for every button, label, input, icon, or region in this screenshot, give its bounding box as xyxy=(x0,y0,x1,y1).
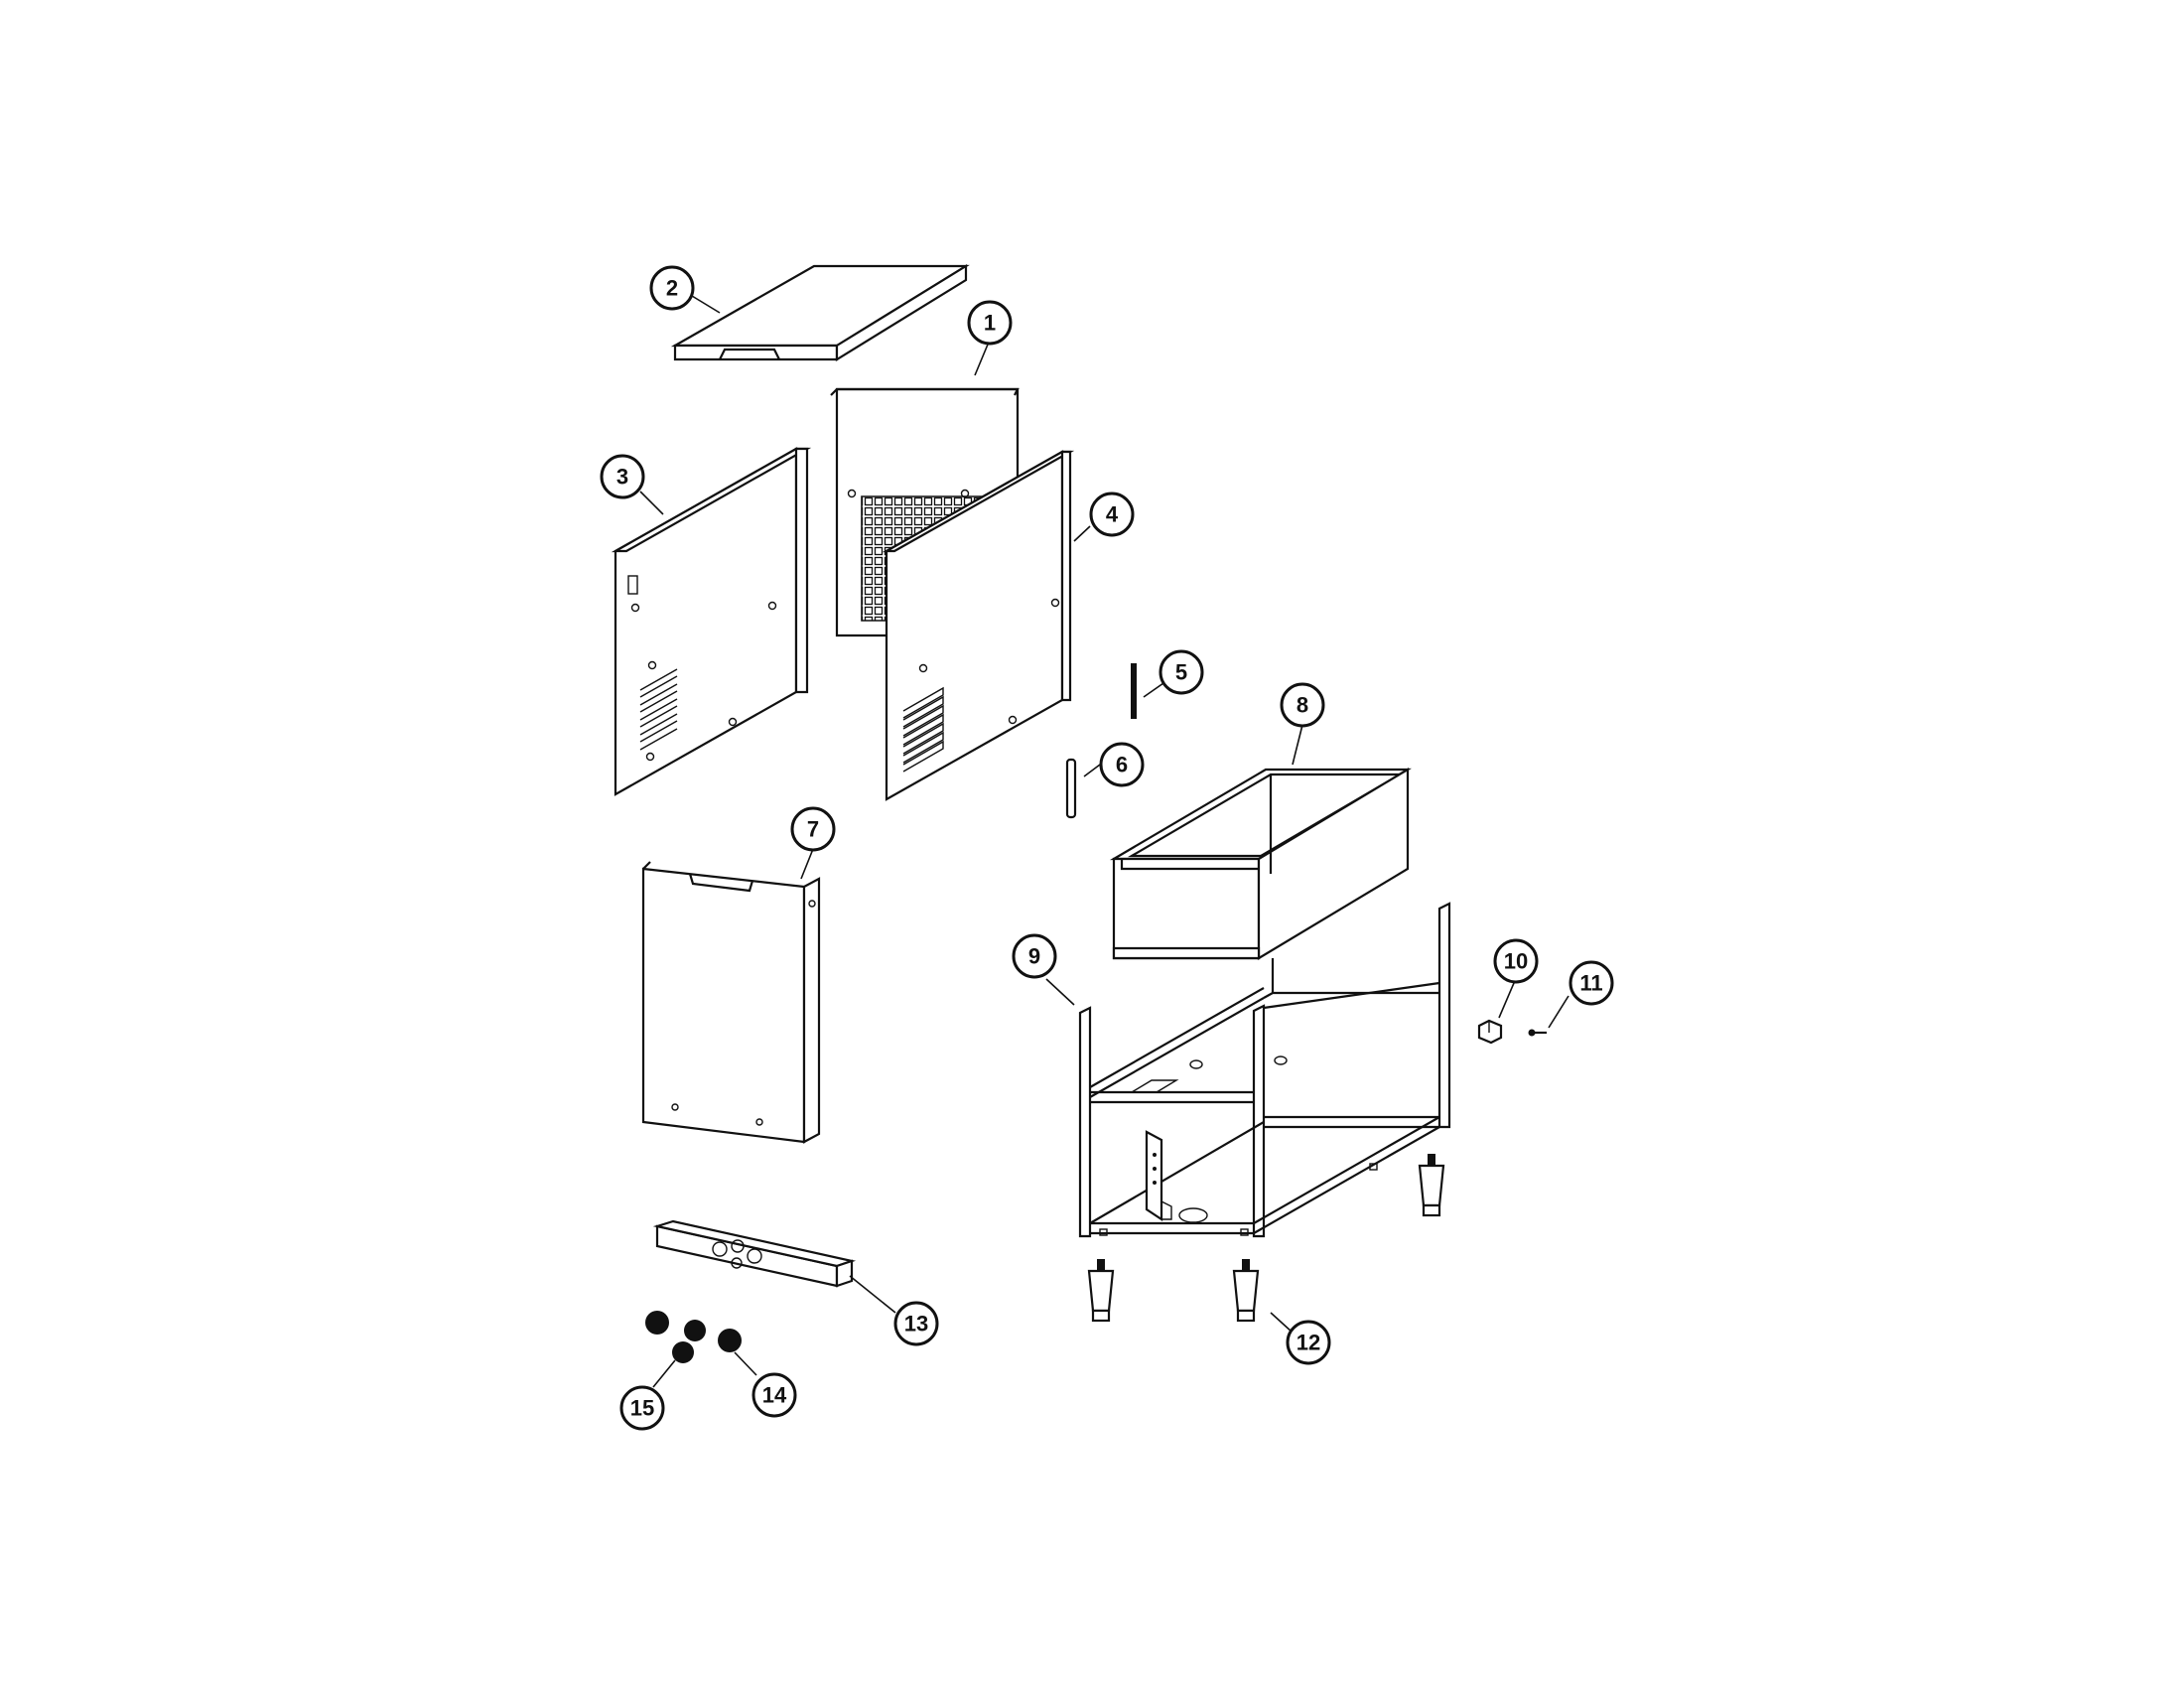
part-right-side-panel xyxy=(882,450,1075,801)
callout-15: 15 xyxy=(619,1385,665,1431)
leader-lines xyxy=(639,295,1570,1388)
part-legs xyxy=(1087,1154,1445,1323)
callout-1: 1 xyxy=(967,300,1013,346)
part-top-plate xyxy=(670,264,970,361)
part-pin xyxy=(1065,758,1077,819)
callout-13-label: 13 xyxy=(904,1312,928,1336)
part-left-side-panel xyxy=(611,447,812,796)
callout-11: 11 xyxy=(1569,960,1614,1006)
callout-3: 3 xyxy=(600,454,645,499)
callout-7-label: 7 xyxy=(807,817,819,842)
callout-3-label: 3 xyxy=(616,465,628,490)
callout-6-label: 6 xyxy=(1116,753,1128,777)
callout-12-label: 12 xyxy=(1297,1331,1320,1355)
callout-12: 12 xyxy=(1286,1320,1331,1365)
callout-5-label: 5 xyxy=(1175,660,1187,685)
part-control-bracket xyxy=(652,1219,857,1288)
callout-6: 6 xyxy=(1099,742,1145,787)
callout-5: 5 xyxy=(1159,649,1204,695)
callout-9: 9 xyxy=(1012,933,1057,979)
part-screw xyxy=(1528,1029,1547,1037)
callout-10-label: 10 xyxy=(1504,949,1528,974)
callout-4: 4 xyxy=(1089,492,1135,537)
callout-2: 2 xyxy=(649,265,695,311)
callout-10: 10 xyxy=(1493,938,1539,984)
part-rod xyxy=(1131,663,1137,719)
callout-7: 7 xyxy=(790,806,836,852)
part-tank xyxy=(1109,768,1412,960)
part-frame xyxy=(1078,902,1451,1238)
callout-1-label: 1 xyxy=(984,311,996,336)
callout-15-label: 15 xyxy=(630,1396,654,1421)
part-clip xyxy=(1477,1019,1503,1045)
callout-2-label: 2 xyxy=(666,276,678,301)
callout-4-label: 4 xyxy=(1106,502,1119,527)
callout-8-label: 8 xyxy=(1297,693,1308,718)
callout-8: 8 xyxy=(1280,682,1325,728)
callout-14: 14 xyxy=(751,1372,797,1418)
part-knobs xyxy=(645,1311,742,1363)
callout-14-label: 14 xyxy=(762,1383,787,1408)
callout-13: 13 xyxy=(893,1301,939,1346)
callout-9-label: 9 xyxy=(1028,944,1040,969)
callout-11-label: 11 xyxy=(1579,971,1602,996)
part-front-panel xyxy=(641,861,821,1144)
